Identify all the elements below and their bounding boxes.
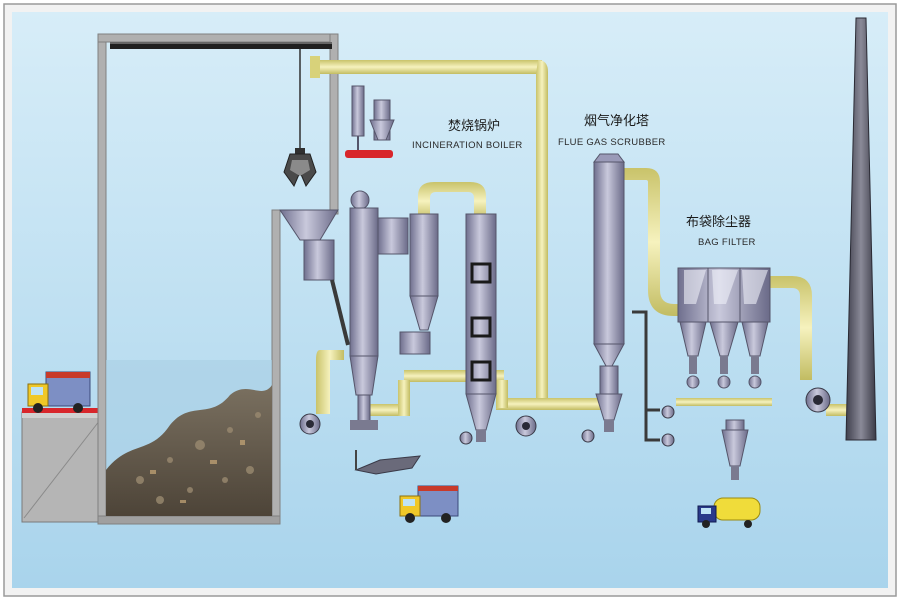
fan-icon (299, 413, 321, 435)
fan-icon (515, 415, 537, 437)
bagfilter-label-cn: 布袋除尘器 (686, 215, 751, 230)
waste-bunker (21, 33, 339, 525)
flue-gas-scrubber (593, 153, 660, 442)
bagfilter-label-en: BAG FILTER (698, 237, 756, 248)
scrubber-label-en: FLUE GAS SCRUBBER (558, 137, 666, 148)
boiler-label-cn: 焚烧锅炉 (448, 118, 500, 134)
chimney-stack (845, 17, 877, 441)
pump-icon (459, 405, 675, 447)
boiler-label-en: INCINERATION BOILER (412, 140, 523, 151)
incineration-boiler (345, 85, 497, 475)
truck-icon (27, 371, 91, 413)
flue-ducts (310, 56, 852, 416)
tanker-truck-icon (697, 497, 761, 528)
fan-icon (805, 387, 831, 413)
scrubber-label-cn: 烟气净化塔 (584, 113, 649, 129)
hopper-icon (279, 209, 350, 346)
bag-filter (676, 267, 772, 480)
grab-crane-icon (110, 42, 332, 188)
garbage-pile (106, 385, 272, 516)
truck-icon (399, 485, 459, 523)
